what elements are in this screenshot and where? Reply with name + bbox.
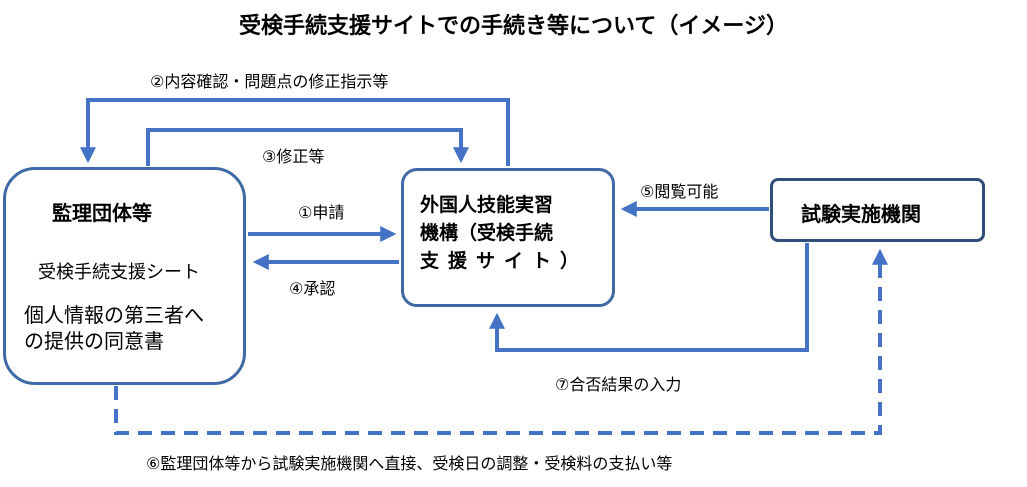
page-title: 受検手続支援サイトでの手続き等について（イメージ） [239,14,788,39]
edge-label-e7: ⑦合否結果の入力 [555,375,682,394]
node-kiko-line2: 機構（受検手続 [420,222,554,244]
node-shiken-box [770,178,985,242]
node-kanri-item-sheet: 受検手続支援シート [38,262,200,283]
edge-label-e1: ①申請 [298,203,345,222]
node-kiko-line1: 外国人技能実習 [420,194,554,216]
arrow-e7-result [489,243,809,352]
arrow-e6-direct [114,248,888,435]
edge-label-e6: ⑥監理団体等から試験実施機関へ直接、受検日の調整・受検料の支払い等 [146,454,673,473]
node-kiko-line3: 支援サイト） [420,250,589,272]
node-kanri-item-consent-2: の提供の同意書 [24,329,164,353]
edge-label-e2: ②内容確認・問題点の修正指示等 [150,72,389,91]
edge-label-e3: ③修正等 [262,147,325,166]
node-kanri-title: 監理団体等 [52,201,152,225]
node-kanri-box [3,167,246,385]
arrow-e3-fix [146,128,469,166]
arrow-e2-review [80,98,510,166]
node-kanri-item-consent-1: 個人情報の第三者へ [24,303,204,327]
edge-label-e4: ④承認 [289,279,336,298]
node-shiken-title: 試験実施機関 [801,202,921,226]
edge-label-e5: ⑤閲覧可能 [640,182,719,201]
node-kiko-box [401,168,615,307]
